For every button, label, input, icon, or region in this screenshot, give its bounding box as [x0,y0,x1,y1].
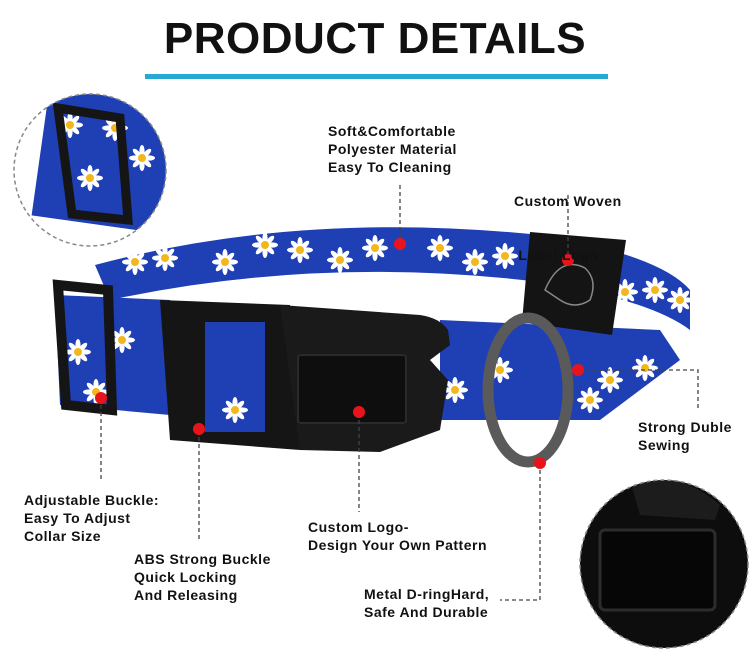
marker-label [562,254,574,266]
title-underline [145,74,608,79]
callout-woven-label: Custom Woven Label Logo [514,193,622,263]
zoom-detail-buckle [579,479,749,649]
callout-adjustable-buckle: Adjustable Buckle: Easy To Adjust Collar… [24,492,160,544]
leader-lines [100,185,699,601]
marker-sewing [572,364,584,376]
marker-buckle [193,423,205,435]
callout-custom-logo: Custom Logo- Design Your Own Pattern [308,519,488,553]
callout-abs-buckle: ABS Strong Buckle Quick Locking And Rele… [134,551,271,603]
marker-fabric [394,238,406,250]
adjuster-slider [52,279,118,416]
callout-sewing: Strong Duble Sewing [638,419,732,453]
zoom-detail-adjuster [13,93,167,247]
plastic-buckle [160,300,450,452]
d-ring [482,312,574,468]
woven-label [522,232,626,335]
page-title: PRODUCT DETAILS [163,14,587,63]
callout-fabric: Soft&Comfortable Polyester Material Easy… [328,123,457,175]
marker-dring [534,457,546,469]
marker-logo [353,406,365,418]
callout-d-ring: Metal D-ringHard, Safe And Durable [364,586,490,620]
marker-dots [95,238,584,469]
dog-head-logo-icon [544,263,594,306]
marker-adjuster [95,392,107,404]
